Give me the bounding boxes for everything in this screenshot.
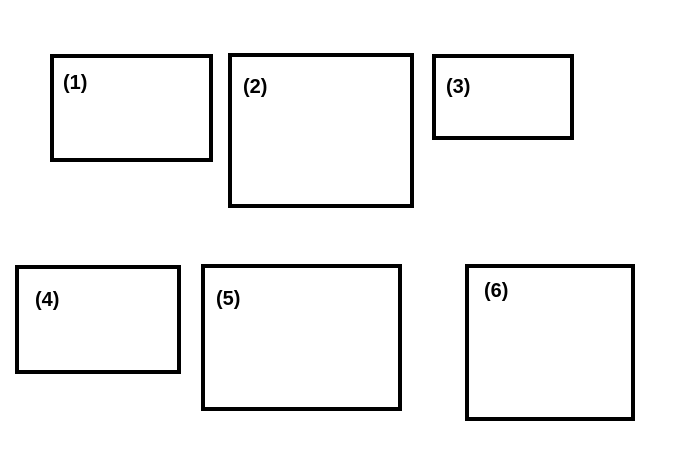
- box-5: (5): [201, 264, 402, 411]
- box-5-label: (5): [216, 288, 241, 310]
- box-4-label: (4): [35, 289, 60, 311]
- box-6-label: (6): [484, 280, 509, 302]
- box-3: (3): [432, 54, 574, 140]
- box-1-label: (1): [63, 72, 88, 94]
- box-1: (1): [50, 54, 213, 162]
- box-4: (4): [15, 265, 181, 374]
- box-2: (2): [228, 53, 414, 208]
- box-6: (6): [465, 264, 635, 421]
- box-3-label: (3): [446, 76, 471, 98]
- box-2-label: (2): [243, 76, 268, 98]
